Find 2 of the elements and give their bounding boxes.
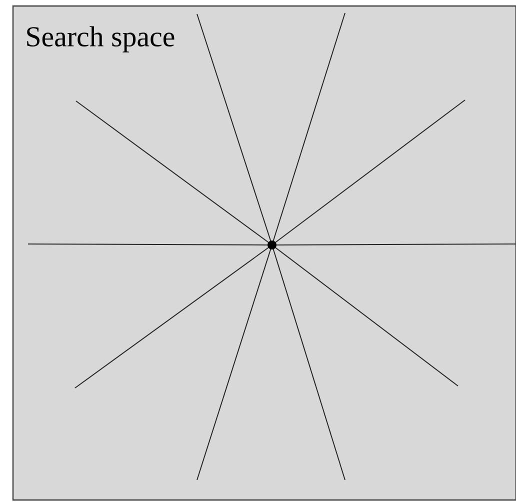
search-space-box: Search space — [12, 5, 516, 501]
center-point — [268, 240, 276, 250]
